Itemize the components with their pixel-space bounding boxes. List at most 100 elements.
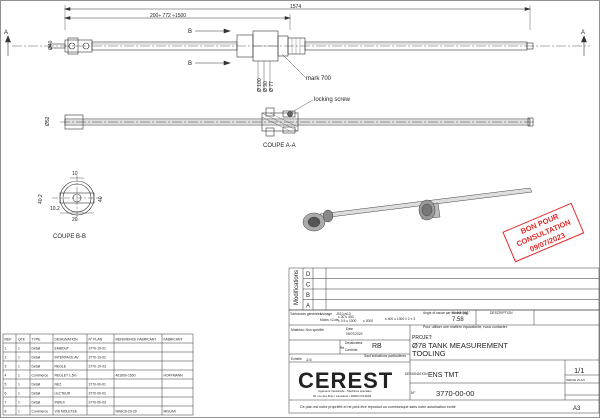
rev-letter: A <box>306 304 310 310</box>
angle-label: Angle of cause par ch. 0.5 0.01° <box>423 311 471 315</box>
revision-block <box>288 267 600 311</box>
date-label: Date <box>346 327 353 331</box>
dim-d40: Ø40 <box>48 40 54 50</box>
dim-d100: Ø 100 <box>257 78 263 92</box>
mark-label: mark 700 <box>306 76 332 82</box>
title-block-text: Tolérances générales Usinage JS13-js13 M… <box>290 311 585 412</box>
bom-cell: Commerce <box>32 373 49 377</box>
bom-cell: REGLET 1.5m <box>55 373 77 377</box>
bom-cell: 3770-10-02 <box>89 355 106 359</box>
bom-header-cell: REP <box>5 337 13 341</box>
bom-cell: LECTEUR <box>55 391 71 395</box>
bom-header-cell: REFERENCE FABRICANT <box>116 337 157 341</box>
footer-note: Ce plan est notre propriété et ne peut ê… <box>300 405 456 409</box>
section-b-bottom: B <box>188 61 192 67</box>
title-block <box>288 309 600 414</box>
section-bb-view <box>52 175 102 222</box>
dessinateur-label: Dessinateur <box>345 341 363 345</box>
bom-cell: 7 <box>5 400 7 404</box>
bom-cell: INDEX <box>55 400 66 404</box>
moins-label: Moins <Cote <box>320 318 339 322</box>
js13-label: JS13-js13 <box>336 312 351 316</box>
tol-4: ≤ 400 ≤ 1000 ± 2 ± 3 <box>385 317 415 321</box>
bom-cell: 3770-00-01 <box>89 382 106 386</box>
bom-header-cell: DESIGNATION <box>55 337 79 341</box>
bom-cell: Détail <box>32 355 41 359</box>
number-label: N° <box>411 390 416 395</box>
bom-cell: 1 <box>18 382 20 386</box>
bom-cell: MISUMI <box>164 409 176 413</box>
bom-text: REP QTE TYPE DESIGNATION N° PLAN REFERENCE FA… <box>5 337 184 413</box>
section-aa-view <box>60 99 535 137</box>
locking-screw-label: locking screw <box>314 97 351 103</box>
drawing-number: 3770-00-00 <box>436 389 474 398</box>
bom-cell: Détail <box>32 382 41 386</box>
description-text: Pour utiliser une matière équivalente, n… <box>423 325 508 329</box>
bom-cell: INTERFACE AV <box>55 355 80 359</box>
dim-partial: 200÷ 772 ÷1500 <box>150 13 186 19</box>
bom-cell: NKBC6-20-29 <box>116 409 137 413</box>
dim-20: 20 <box>72 217 78 223</box>
masse-value: 7.58 <box>452 317 464 323</box>
dim-10: 10 <box>72 171 78 177</box>
revision-label: Ré <box>340 346 344 350</box>
bom-cell: 1 <box>18 346 20 350</box>
dessinateur-value: RB <box>372 343 382 350</box>
designation-label: DESIGNATION <box>405 372 428 376</box>
section-a-right: A <box>581 30 585 36</box>
bom-cell: Détail <box>32 364 41 368</box>
bom-header-cell: QTE <box>18 337 26 341</box>
bom-cell: 3770-00-02 <box>89 391 106 395</box>
rev-letter: C <box>306 283 311 289</box>
projet-label: PROJET: <box>412 335 433 341</box>
company-name: CEREST <box>298 368 393 393</box>
dim-40: 40 <box>98 196 104 202</box>
bom-header-cell: N° PLAN <box>89 337 103 341</box>
bom-header-cell: TYPE <box>32 337 42 341</box>
isometric-view <box>302 187 533 232</box>
rev-letter: D <box>306 272 311 278</box>
bom-cell: 8 <box>5 409 7 413</box>
bom-cell: VIS MOLETEE <box>55 409 78 413</box>
bom-cell: 1 <box>18 400 20 404</box>
dim-10-2: 10.2 <box>50 206 60 212</box>
section-a-left: A <box>4 30 8 36</box>
bom-cell: Détail <box>32 400 41 404</box>
bom-cell: 3770-00-03 <box>89 400 106 404</box>
main-view <box>5 5 590 92</box>
bom-cell: HOFFMANN <box>164 373 184 377</box>
bom-cell: 2 <box>5 355 7 359</box>
echelle-value: 1:5 <box>306 357 312 362</box>
dim-d90: Ø 90 <box>263 81 269 92</box>
bom-cell: Détail <box>32 391 41 395</box>
sheet-format: A3 <box>573 406 581 412</box>
bom-cell: 1 <box>5 346 7 350</box>
bom-cell: 1 <box>18 373 20 377</box>
section-b-top: B <box>188 29 192 35</box>
company-subtitle: Ingénierie Industrielle - Machines spéci… <box>318 389 372 393</box>
bom-cell: 6 <box>5 391 7 395</box>
dim-40-2: 40.2 <box>38 194 44 204</box>
rev-letter: B <box>306 293 310 299</box>
bom-table <box>2 333 194 416</box>
tol-gen-label: Tolérances générales <box>290 312 322 316</box>
designation-value: ENS TMT <box>428 372 459 379</box>
dim-overall: 1574 <box>290 4 301 10</box>
masse-label: Masse (kg) <box>452 311 468 315</box>
indice-label: INDICE PLAN <box>566 378 585 382</box>
indice-value: 1/1 <box>574 366 584 375</box>
bom-cell: EMBOUT <box>55 346 70 350</box>
dim-d77: Ø 77 <box>269 81 275 92</box>
projet-line-1: Ø78 TANK MEASUREMENT <box>412 341 508 350</box>
bom-cell: Détail <box>32 346 41 350</box>
controle-label: Contrôle <box>345 348 358 352</box>
usinage-label: Usinage <box>320 312 332 316</box>
bom-cell: 3770-10-01 <box>89 346 106 350</box>
modifications-title: Modifications <box>294 270 300 305</box>
coupe-bb-label: COUPE B-B <box>53 234 86 240</box>
tol-3: ≤ 2000 <box>363 319 373 323</box>
tol-2: ± 0.5 ≤ 1000 <box>338 319 356 323</box>
bom-cell: 1 <box>18 391 20 395</box>
bom-cell: NEZ <box>55 382 62 386</box>
bom-cell: 1 <box>18 364 20 368</box>
